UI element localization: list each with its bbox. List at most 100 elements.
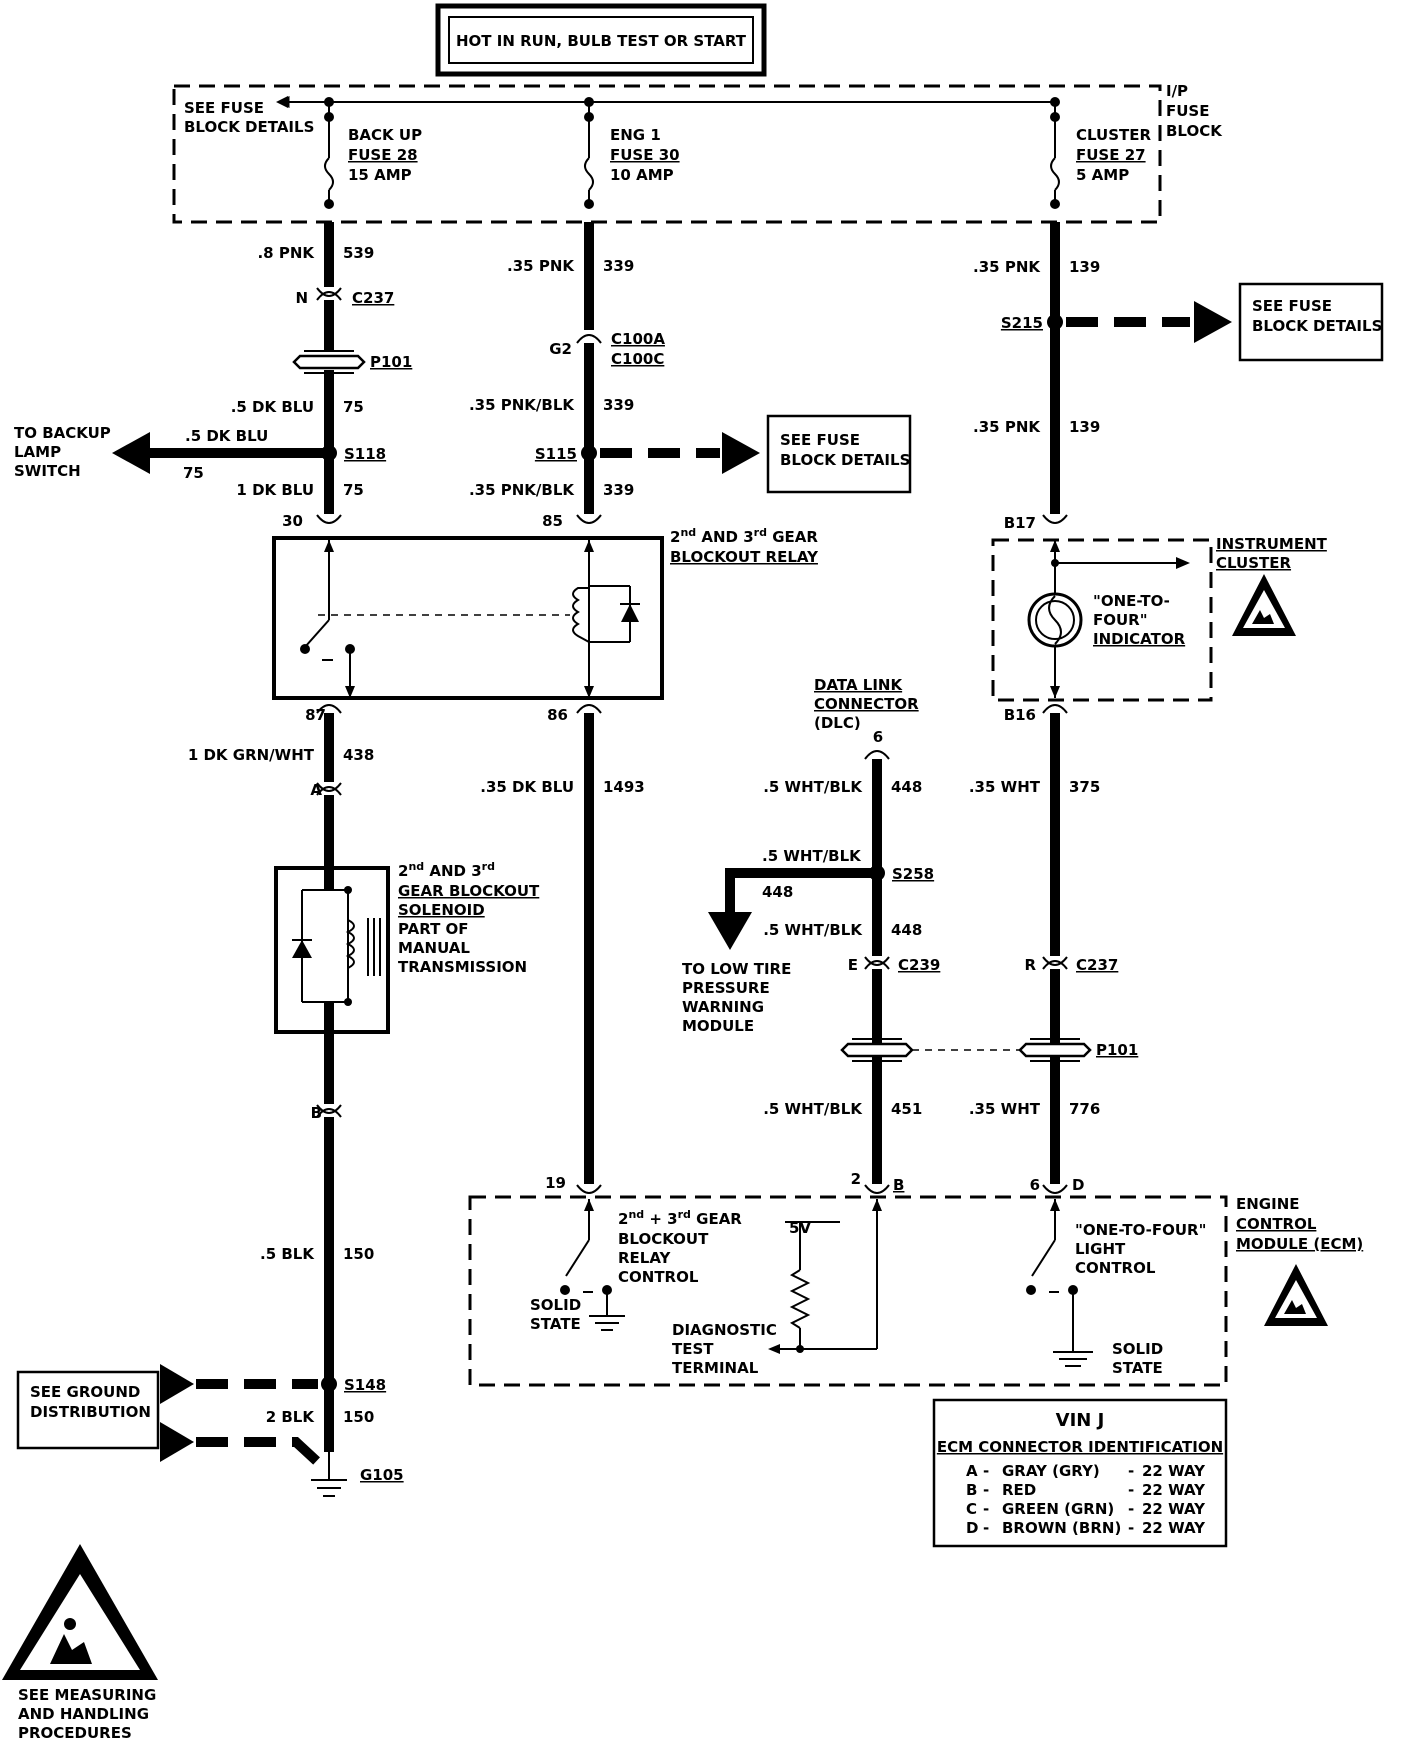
ecm-light-ctrl-1: "ONE-TO-FOUR" [1075,1221,1206,1239]
fuse-backup: BACK UP FUSE 28 15 AMP [324,102,422,209]
diag-label-3: TERMINAL [672,1359,759,1377]
w2-out-circuit: 1493 [603,778,645,796]
w1-mid-gauge: .5 DK BLU [231,398,314,416]
w2-low-gauge: .35 PNK/BLK [469,481,575,499]
p101-inline-connector-a [292,350,366,374]
svg-text:-: - [983,1519,989,1537]
power-source-header: HOT IN RUN, BULB TEST OR START [435,3,767,77]
c237-n-pin: N [295,289,308,307]
solenoid-pin-a: A [310,781,322,799]
w1-gnd2-circuit: 150 [343,1408,374,1426]
esd-warning-icon-large [2,1544,158,1680]
svg-text:-: - [1128,1500,1134,1518]
esd-warning-icon-ecm [1264,1264,1328,1326]
fuse-eng1-number: FUSE 30 [610,146,680,164]
ecm-label-3: MODULE (ECM) [1236,1235,1363,1253]
svg-text:-: - [983,1462,989,1480]
solenoid-pin-b: B [311,1104,322,1122]
low-tire-callout-4: MODULE [682,1017,754,1035]
fuse-backup-number: FUSE 28 [348,146,418,164]
vin-row: A - GRAY (GRY) - 22 WAY [966,1462,1206,1480]
see-ground-2: DISTRIBUTION [30,1403,151,1421]
blockout-solenoid: 2nd AND 3rd GEAR BLOCKOUT SOLENOID PART … [274,860,540,1034]
dlc-label-3: (DLC) [814,714,861,732]
p101-a-label: P101 [370,353,412,371]
vin-row-a-way: 22 WAY [1142,1462,1206,1480]
indicator-label-3: INDICATOR [1093,630,1186,648]
fuse-block-label-2: FUSE [1166,102,1209,120]
c237-r-name: C237 [1076,956,1118,974]
w2-mid-circuit: 339 [603,396,634,414]
indicator-label-1: "ONE-TO- [1093,592,1170,610]
w1-gnd2-gauge: 2 BLK [266,1408,316,1426]
w2-top-circuit: 339 [603,257,634,275]
solenoid-label-2: GEAR BLOCKOUT [398,882,540,900]
w3-top-circuit: 139 [1069,258,1100,276]
low-tire-callout-1: TO LOW TIRE [682,960,791,978]
w3-out-gauge: .35 WHT [969,778,1041,796]
fuse-cluster-amps: 5 AMP [1076,166,1129,184]
vin-row-a-color: GRAY (GRY) [1002,1462,1100,1480]
w3-mid-gauge: .35 PNK [973,418,1041,436]
blockout-relay: 2nd AND 3rd GEAR BLOCKOUT RELAY [272,526,819,700]
dlc-pin-6: 6 [873,728,883,746]
backup-lamp-callout-1: TO BACKUP [14,424,111,442]
relay-pin-87: 87 [305,706,326,724]
vin-row-b-color: RED [1002,1481,1036,1499]
vin-row: D - BROWN (BRN) - 22 WAY [966,1519,1206,1537]
see-ground-1: SEE GROUND [30,1383,140,1401]
vin-row-c-letter: C [966,1500,977,1518]
see-fuse-box-mid-1: SEE FUSE [780,431,860,449]
see-fuse-box-right-2: BLOCK DETAILS [1252,317,1382,335]
svg-text:-: - [983,1500,989,1518]
solid-state-1a: SOLID [530,1296,581,1314]
fuse-cluster-name: CLUSTER [1076,126,1151,144]
vin-title: VIN J [1056,1410,1105,1431]
w3-out-circuit: 375 [1069,778,1100,796]
w1-top-gauge: .8 PNK [257,244,315,262]
low-tire-callout-2: PRESSURE [682,979,770,997]
s258-label: S258 [892,865,934,883]
vin-row-d-color: BROWN (BRN) [1002,1519,1121,1537]
ecm-label-2: CONTROL [1236,1215,1317,1233]
g105-label: G105 [360,1466,404,1484]
svg-text:-: - [1128,1519,1134,1537]
dlc-top-gauge: .5 WHT/BLK [763,778,863,796]
solenoid-label-4: PART OF [398,920,469,938]
dlc-label-2: CONNECTOR [814,695,919,713]
esd-handling-note: SEE MEASURING AND HANDLING PROCEDURES [2,1544,158,1742]
data-link-connector-circuit: DATA LINK CONNECTOR (DLC) 6 .5 WHT/BLK 4… [682,676,1020,1194]
w1-gnd-circuit: 150 [343,1245,374,1263]
indicator-label-2: FOUR" [1093,611,1148,629]
ground-circuit: B .5 BLK 150 S148 2 BLK 150 SEE GROUND D… [16,1032,404,1497]
p101-b-label: P101 [1096,1041,1138,1059]
dlc-label-1: DATA LINK [814,676,903,694]
vin-subtitle: ECM CONNECTOR IDENTIFICATION [937,1438,1223,1456]
svg-text:-: - [1128,1462,1134,1480]
backup-lamp-callout-3: SWITCH [14,462,81,480]
instrument-cluster: "ONE-TO- FOUR" INDICATOR INSTRUMENT CLUS… [991,535,1328,702]
w2-low-circuit: 339 [603,481,634,499]
ecm-pin-2: 2 [851,1170,861,1188]
esd-note-3: PROCEDURES [18,1724,132,1742]
ecm-relay-ctrl-1: 2nd + 3rd GEAR [618,1208,742,1228]
vin-row: C - GREEN (GRN) - 22 WAY [966,1500,1206,1518]
c237-n-name: C237 [352,289,394,307]
w2-out-gauge: .35 DK BLU [480,778,574,796]
vin-row-a-letter: A [966,1462,978,1480]
fuse-cluster-number: FUSE 27 [1076,146,1146,164]
dlc-branch-gauge: .5 WHT/BLK [762,847,862,865]
low-tire-callout-3: WARNING [682,998,764,1016]
fuse-cluster: CLUSTER FUSE 27 5 AMP [1050,102,1151,209]
circuit-cluster-wire: .35 PNK 139 S215 .35 PNK 139 B17 SEE FUS… [973,222,1384,532]
fuse-block-label-3: BLOCK [1166,122,1223,140]
vin-row-c-color: GREEN (GRN) [1002,1500,1114,1518]
fuse-eng1-name: ENG 1 [610,126,661,144]
vin-row: B - RED - 22 WAY [966,1481,1206,1499]
fuse-backup-name: BACK UP [348,126,422,144]
relay-pin-86: 86 [547,706,568,724]
w1-gnd-gauge: .5 BLK [260,1245,315,1263]
ecm-pin-6: 6 [1030,1176,1040,1194]
solenoid-label-3: SOLENOID [398,901,485,919]
